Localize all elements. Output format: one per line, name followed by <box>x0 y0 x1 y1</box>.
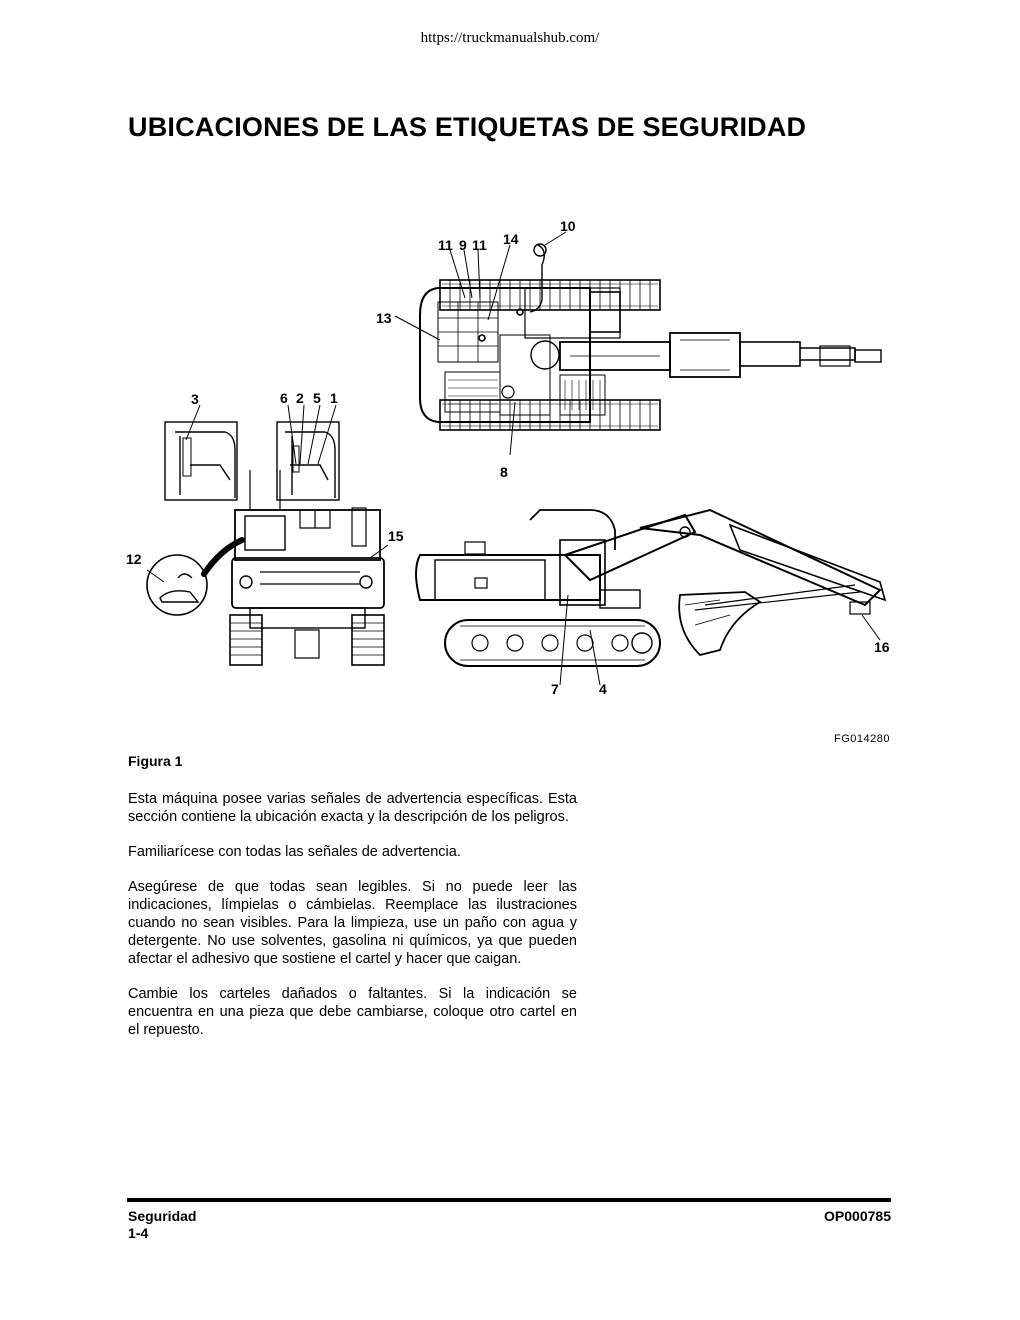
paragraph-2: Familiarícese con todas las señales de a… <box>128 844 461 860</box>
callout-14: 14 <box>503 231 519 247</box>
callout-15: 15 <box>388 528 404 544</box>
callout-7: 7 <box>551 681 559 697</box>
callout-6: 6 <box>280 390 288 406</box>
front-view-excavator <box>229 507 385 666</box>
footer-page-number: 1-4 <box>128 1225 149 1241</box>
seat-inset <box>146 537 245 616</box>
figure-caption: Figura 1 <box>128 753 183 769</box>
paragraph-3: Asegúrese de que todas sean legibles. Si… <box>128 879 577 967</box>
callout-2: 2 <box>296 390 304 406</box>
source-url[interactable]: https://truckmanualshub.com/ <box>420 30 600 46</box>
footer-left: Seguridad 1-4 <box>128 1208 196 1242</box>
top-view-excavator <box>419 243 882 431</box>
footer-doc-code: OP000785 <box>824 1208 891 1224</box>
callout-11-left: 11 <box>438 237 453 253</box>
callout-11-right: 11 <box>472 237 487 253</box>
callout-16: 16 <box>874 639 890 655</box>
figure-code: FG014280 <box>834 733 890 745</box>
cab-inset-right <box>276 421 340 501</box>
footer-section: Seguridad <box>128 1208 197 1224</box>
body-text: Esta máquina posee varias señales de adv… <box>128 790 577 1056</box>
callout-8: 8 <box>500 464 508 480</box>
safety-label-locations-figure: 10 11 9 11 14 13 3 6 2 5 1 8 15 12 16 7 … <box>120 210 900 740</box>
paragraph-4: Cambie los carteles dañados o faltantes.… <box>128 986 577 1038</box>
callout-1: 1 <box>330 390 338 406</box>
footer-divider <box>127 1198 891 1202</box>
callout-10: 10 <box>560 218 576 234</box>
callout-13: 13 <box>376 310 392 326</box>
callout-12: 12 <box>126 551 142 567</box>
callout-9: 9 <box>459 237 467 253</box>
page-title: UBICACIONES DE LAS ETIQUETAS DE SEGURIDA… <box>128 112 807 142</box>
cab-inset-left <box>164 421 238 501</box>
callout-3: 3 <box>191 391 199 407</box>
paragraph-1: Esta máquina posee varias señales de adv… <box>128 791 577 825</box>
callout-4: 4 <box>599 681 607 697</box>
excavator-diagram: 10 11 9 11 14 13 3 6 2 5 1 8 15 12 16 7 … <box>126 218 890 697</box>
callout-5: 5 <box>313 390 321 406</box>
side-view-excavator <box>369 508 887 686</box>
